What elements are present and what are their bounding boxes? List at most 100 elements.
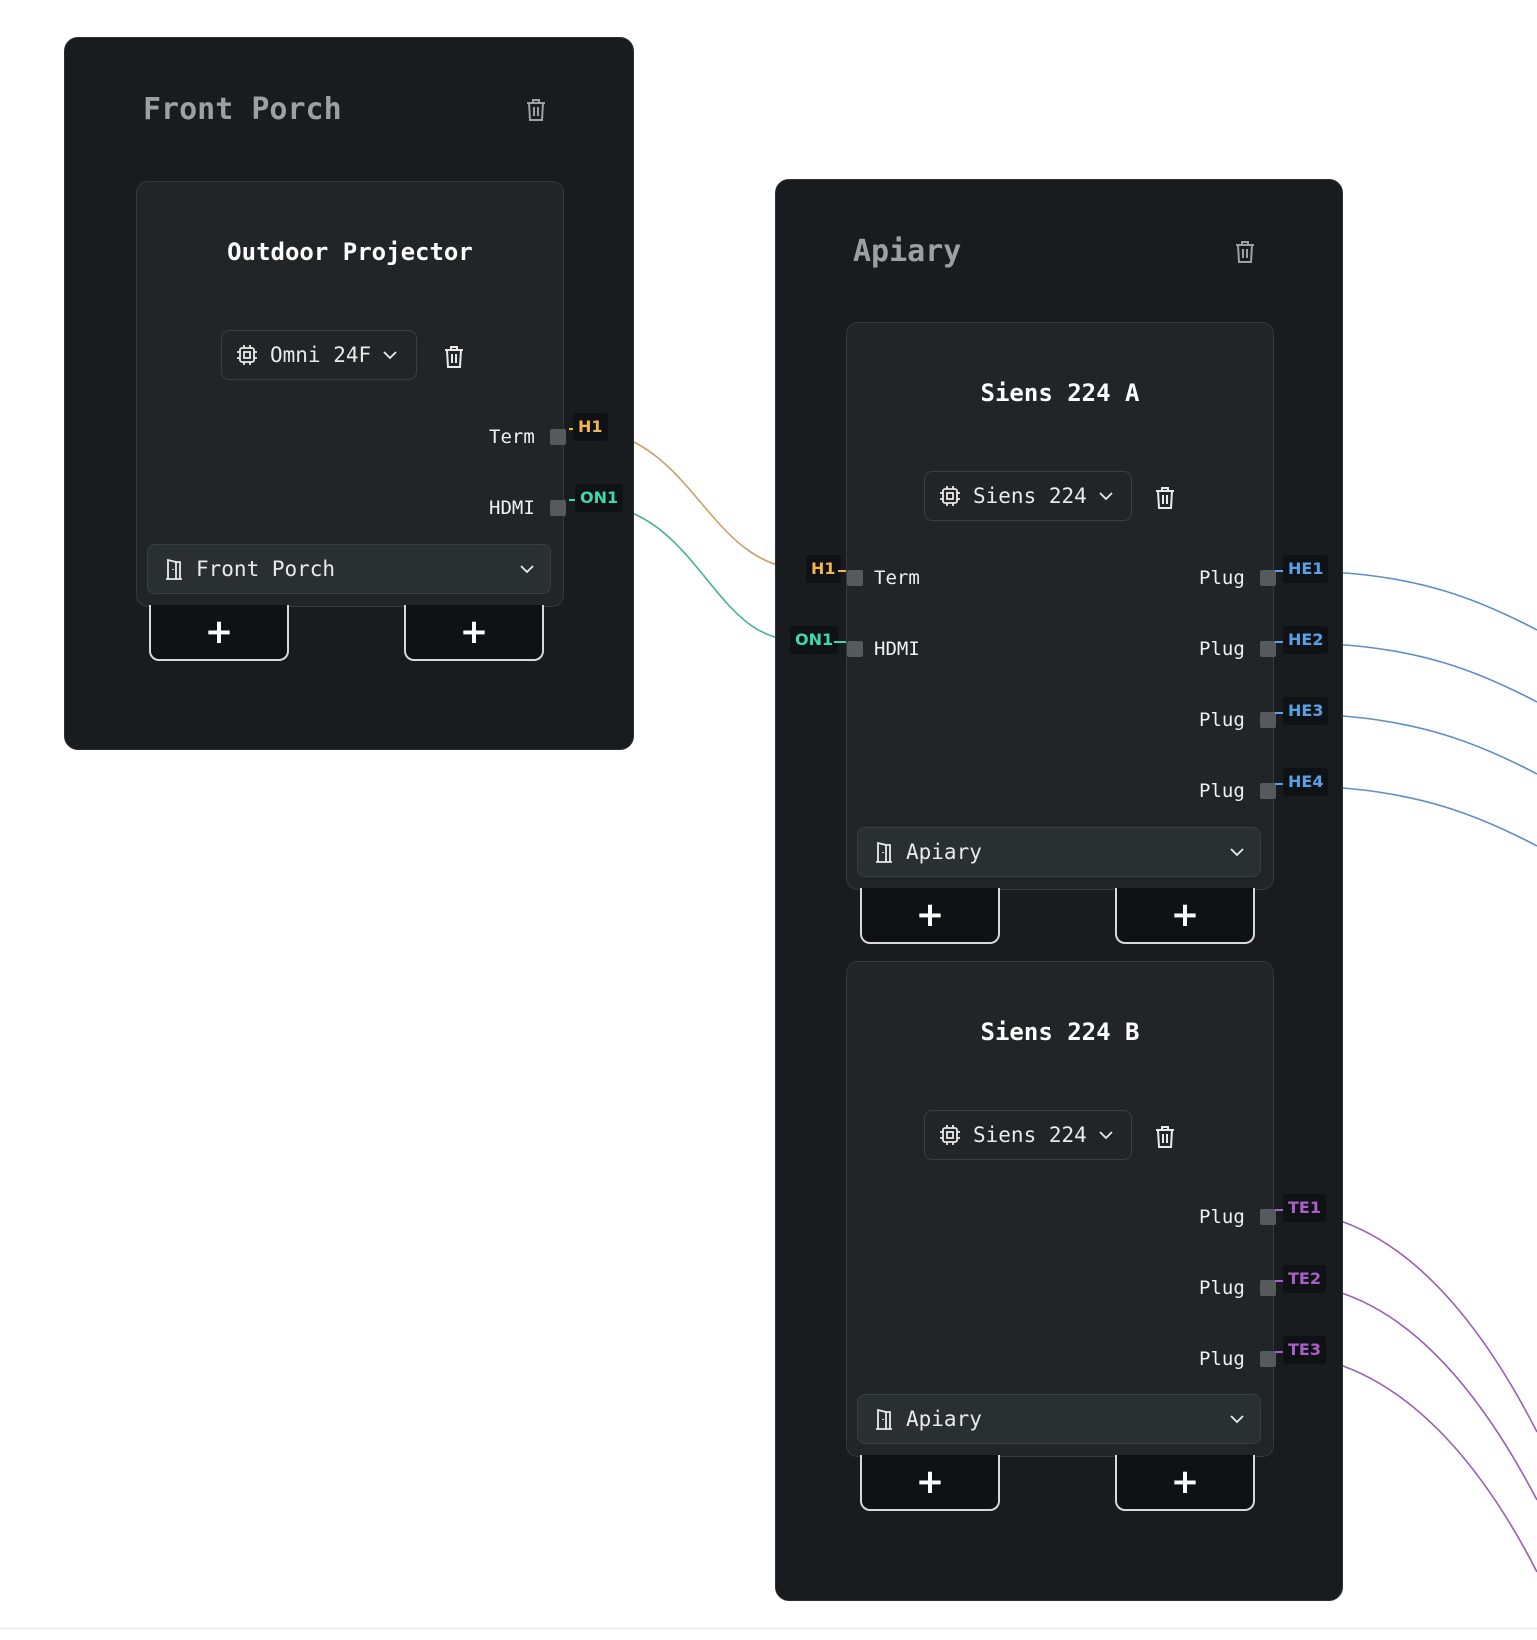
chevron-down-icon <box>383 351 397 360</box>
group-apiary: Apiary Siens 224 A Siens 224 Term HDMI P… <box>775 179 1343 1601</box>
device-siens-224-a: Siens 224 A Siens 224 Term HDMI Plug Plu… <box>846 322 1276 890</box>
port-handle[interactable] <box>550 500 566 516</box>
port-tag-te2[interactable]: TE2 <box>1283 1265 1326 1293</box>
port-label: Plug <box>1199 1206 1245 1228</box>
tag-connector <box>1275 641 1283 643</box>
group-front-porch: Front Porch Outdoor Projector Omni 24F T… <box>64 37 634 750</box>
door-icon <box>166 558 182 580</box>
wire-te2 <box>1323 1287 1537 1501</box>
port-label: HDMI <box>874 638 920 660</box>
port-label: Plug <box>1199 709 1245 731</box>
chevron-down-icon <box>520 565 534 574</box>
room-select[interactable]: Apiary <box>857 827 1261 877</box>
wire-he2 <box>1327 643 1537 703</box>
room-select[interactable]: Apiary <box>857 1394 1261 1444</box>
wire-he3 <box>1327 714 1537 775</box>
room-label: Front Porch <box>196 557 336 581</box>
chip-icon <box>237 345 257 365</box>
delete-group-button[interactable] <box>521 95 551 125</box>
tag-connector <box>1275 1280 1283 1282</box>
port-handle[interactable] <box>1260 570 1276 586</box>
port-handle[interactable] <box>1260 1209 1276 1225</box>
chevron-down-icon <box>1099 1131 1113 1140</box>
port-label: Plug <box>1199 638 1245 660</box>
port-tag-he2[interactable]: HE2 <box>1283 626 1329 654</box>
add-right-button[interactable]: + <box>404 605 544 661</box>
room-label: Apiary <box>906 1407 982 1431</box>
chip-icon <box>940 1125 960 1145</box>
door-icon <box>876 841 892 863</box>
model-label: Siens 224 <box>973 484 1087 508</box>
device-siens-224-b: Siens 224 B Siens 224 Plug Plug Plug Api… <box>846 961 1276 1457</box>
delete-device-button[interactable] <box>439 342 469 372</box>
model-label: Omni 24F <box>270 343 372 367</box>
port-tag-h1[interactable]: H1 <box>573 413 608 441</box>
model-select[interactable]: Siens 224 <box>924 471 1132 521</box>
trash-icon <box>445 346 463 368</box>
canvas-bottom-edge <box>0 1628 1537 1629</box>
trash-icon <box>1156 487 1174 509</box>
model-label: Siens 224 <box>973 1123 1087 1147</box>
group-title: Apiary <box>853 234 962 269</box>
port-handle[interactable] <box>1260 1351 1276 1367</box>
trash-icon <box>527 99 545 121</box>
trash-icon <box>1156 1126 1174 1148</box>
wire-te3 <box>1323 1359 1537 1573</box>
port-label: Plug <box>1199 1277 1245 1299</box>
add-right-button[interactable]: + <box>1115 888 1255 944</box>
device-outdoor-projector: Outdoor Projector Omni 24F Term HDMI Fro… <box>136 181 566 607</box>
room-select[interactable]: Front Porch <box>147 544 551 594</box>
wire-on1 <box>617 507 796 641</box>
port-handle[interactable] <box>847 570 863 586</box>
port-tag-te3[interactable]: TE3 <box>1283 1336 1326 1364</box>
delete-group-button[interactable] <box>1230 237 1260 267</box>
port-label: Plug <box>1199 567 1245 589</box>
port-label: HDMI <box>489 497 535 519</box>
tag-connector <box>1275 783 1283 785</box>
port-label: Plug <box>1199 780 1245 802</box>
chevron-down-icon <box>1230 848 1244 857</box>
port-tag-he1[interactable]: HE1 <box>1283 555 1329 583</box>
tag-connector <box>834 641 846 643</box>
port-handle[interactable] <box>847 641 863 657</box>
port-tag-he4[interactable]: HE4 <box>1283 768 1329 796</box>
trash-icon <box>1236 241 1254 263</box>
port-label: Term <box>489 426 535 448</box>
port-label: Term <box>874 567 920 589</box>
tag-connector <box>1275 570 1283 572</box>
group-title: Front Porch <box>143 92 342 127</box>
tag-connector <box>569 499 576 501</box>
port-tag-he3[interactable]: HE3 <box>1283 697 1329 725</box>
port-handle[interactable] <box>1260 783 1276 799</box>
model-select[interactable]: Siens 224 <box>924 1110 1132 1160</box>
tag-connector <box>1275 712 1283 714</box>
door-icon <box>876 1408 892 1430</box>
port-tag-on1[interactable]: ON1 <box>790 626 839 654</box>
port-handle[interactable] <box>1260 1280 1276 1296</box>
chevron-down-icon <box>1099 492 1113 501</box>
add-left-button[interactable]: + <box>149 605 289 661</box>
delete-device-button[interactable] <box>1150 483 1180 513</box>
wire-he4 <box>1327 786 1537 847</box>
room-label: Apiary <box>906 840 982 864</box>
device-title: Siens 224 B <box>980 1018 1140 1046</box>
tag-connector <box>569 428 576 430</box>
port-tag-te1[interactable]: TE1 <box>1283 1194 1326 1222</box>
port-handle[interactable] <box>550 429 566 445</box>
port-handle[interactable] <box>1260 712 1276 728</box>
port-tag-h1[interactable]: H1 <box>806 555 841 583</box>
model-select[interactable]: Omni 24F <box>221 330 417 380</box>
tag-connector <box>1275 1209 1283 1211</box>
port-tag-on1[interactable]: ON1 <box>575 484 624 512</box>
chip-icon <box>940 486 960 506</box>
add-right-button[interactable]: + <box>1115 1455 1255 1511</box>
device-title: Outdoor Projector <box>227 238 473 266</box>
add-left-button[interactable]: + <box>860 888 1000 944</box>
tag-connector <box>838 570 846 572</box>
port-handle[interactable] <box>1260 641 1276 657</box>
add-left-button[interactable]: + <box>860 1455 1000 1511</box>
chevron-down-icon <box>1230 1415 1244 1424</box>
device-title: Siens 224 A <box>980 379 1140 407</box>
delete-device-button[interactable] <box>1150 1122 1180 1152</box>
